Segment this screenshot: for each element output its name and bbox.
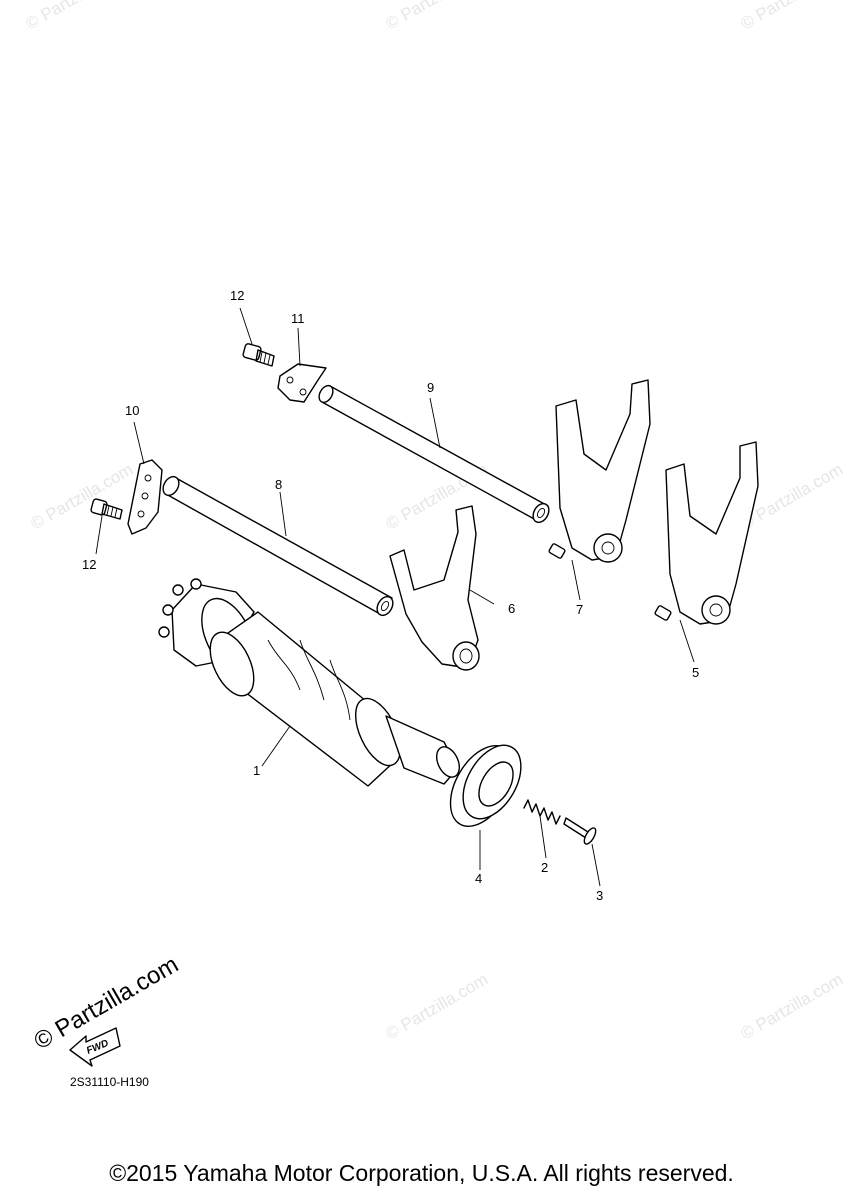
watermark: © Partzilla.com: [23, 0, 132, 33]
watermark: © Partzilla.com: [383, 970, 492, 1044]
part-label-12: 12: [230, 288, 244, 303]
part-labels: 12 11 10 9 8 12 6 7 5 1 2 4 3: [82, 288, 699, 903]
part-9-shaft: [318, 384, 550, 524]
part-2-spring: [523, 799, 561, 825]
part-label-9: 9: [427, 380, 434, 395]
part-label-5: 5: [692, 665, 699, 680]
copyright-notice: ©2015 Yamaha Motor Corporation, U.S.A. A…: [109, 1160, 734, 1186]
part-12-lower-bolt: [90, 498, 123, 520]
diagram-code: 2S31110-H190: [70, 1075, 149, 1089]
part-label-3: 3: [596, 888, 603, 903]
part-7-shift-fork: [548, 379, 651, 563]
watermark: © Partzilla.com: [28, 460, 137, 534]
watermark: © Partzilla.com: [738, 0, 843, 33]
part-label-2: 2: [541, 860, 548, 875]
part-label-6: 6: [508, 601, 515, 616]
part-5-shift-fork: [654, 441, 759, 625]
part-3-pin: [563, 817, 597, 845]
fwd-arrow-icon: FWD: [69, 1027, 121, 1067]
part-label-12-lower: 12: [82, 557, 96, 572]
part-label-10: 10: [125, 403, 139, 418]
part-label-8: 8: [275, 477, 282, 492]
part-label-7: 7: [576, 602, 583, 617]
watermark: © Partzilla.com: [383, 0, 492, 33]
part-8-shaft: [162, 475, 394, 617]
part-label-11: 11: [291, 311, 305, 326]
part-12-upper-bolt: [242, 343, 275, 367]
leader-lines: [95, 307, 695, 887]
part-6-shift-fork: [389, 505, 480, 671]
watermark: © Partzilla.com: [738, 970, 843, 1044]
part-4-bearing: [449, 744, 522, 827]
part-label-4: 4: [475, 871, 482, 886]
part-label-1: 1: [253, 763, 260, 778]
part-1-shift-drum: [158, 578, 461, 787]
part-11-plate: [277, 363, 327, 403]
part-10-plate: [127, 459, 163, 535]
